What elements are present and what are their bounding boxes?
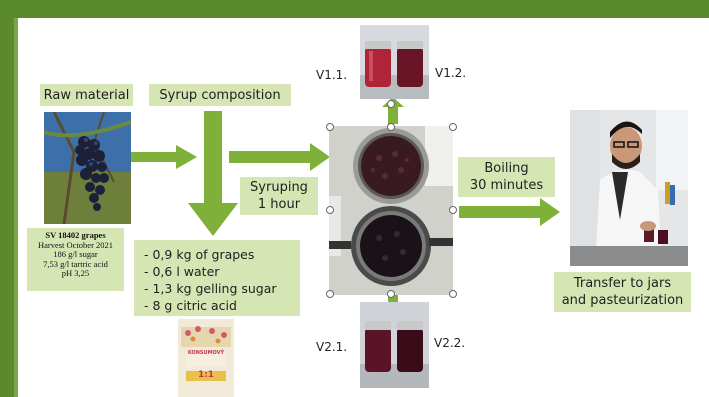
variant-v12-label: V1.2.: [435, 66, 467, 80]
rotation-handle[interactable]: [387, 100, 395, 108]
transfer-text-2: and pasteurization: [561, 293, 684, 308]
sugar-ratio-text: 1:1: [197, 370, 215, 380]
syruping-text: Syruping: [250, 180, 308, 195]
ingredient-item: - 1,3 kg gelling sugar: [144, 281, 277, 296]
arrow-syrup-to-pot: [229, 143, 330, 171]
selection-handle[interactable]: [449, 123, 457, 131]
selection-handle[interactable]: [326, 123, 334, 131]
selection-handle[interactable]: [449, 206, 457, 214]
sugar-package-photo: KONSUMOVÝ 1:1: [178, 319, 234, 397]
transfer-label: Transfer to jars and pasteurization: [554, 272, 691, 312]
lab-worker-photo: [570, 110, 688, 266]
grape-variety: SV 18402 grapes: [45, 230, 106, 240]
sugar-brand-text: KONSUMOVÝ: [187, 350, 225, 356]
boiling-label: Boiling 30 minutes: [458, 157, 555, 197]
frame-left-bar: [0, 0, 14, 397]
variant-v21-label: V2.1.: [316, 340, 348, 354]
sugar-content: 186 g/l sugar: [53, 249, 98, 259]
selection-handle[interactable]: [387, 123, 395, 131]
selection-handle[interactable]: [387, 290, 395, 298]
syrup-composition-label: Syrup composition: [149, 84, 291, 106]
ingredient-item: - 0,6 l water: [144, 264, 220, 279]
acid-content: 7,53 g/l tartric acid: [43, 258, 108, 269]
cooking-pots-photo: [329, 126, 453, 295]
frame-inner-bar: [14, 18, 18, 397]
harvest-date: Harvest October 2021: [37, 239, 114, 250]
selection-handle[interactable]: [326, 206, 334, 214]
ingredient-item: - 8 g citric acid: [144, 298, 237, 313]
transfer-text: Transfer to jars: [573, 276, 672, 291]
v2-jars-photo: [360, 302, 429, 388]
variant-v11-label: V1.1.: [316, 68, 348, 82]
arrow-syrup-down: [188, 111, 238, 236]
boiling-text: Boiling: [484, 161, 529, 176]
selection-handle[interactable]: [326, 290, 334, 298]
boiling-duration: 30 minutes: [469, 178, 544, 193]
ph-value: pH 3,25: [61, 268, 90, 278]
syrup-ingredients-list: - 0,9 kg of grapes - 0,6 l water - 1,3 k…: [134, 240, 300, 316]
syruping-label: Syruping 1 hour: [240, 177, 318, 215]
arrow-pot-to-transfer: [459, 198, 560, 226]
v1-jars-photo: [360, 25, 429, 99]
arrow-raw-to-syrup: [131, 145, 197, 169]
grapes-photo: [44, 112, 131, 224]
frame-top-bar: [0, 0, 709, 18]
selection-handle[interactable]: [449, 290, 457, 298]
syruping-duration: 1 hour: [257, 197, 301, 212]
raw-material-label: Raw material: [40, 84, 133, 106]
variant-v22-label: V2.2.: [434, 336, 466, 350]
ingredient-item: - 0,9 kg of grapes: [144, 247, 255, 262]
grape-info-caption: SV 18402 grapes Harvest October 2021 186…: [27, 228, 124, 291]
